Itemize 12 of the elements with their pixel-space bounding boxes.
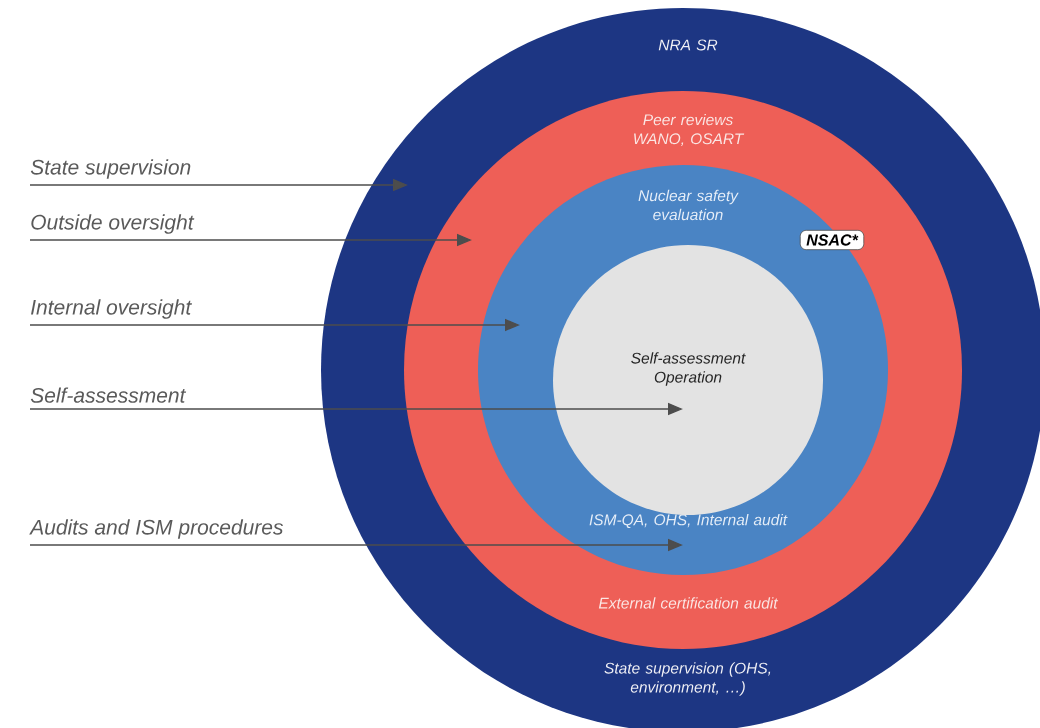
ring-label: ISM-QA, OHS, Internal audit bbox=[589, 513, 788, 529]
side-label: Outside oversight bbox=[31, 214, 195, 234]
side-label: State supervision bbox=[30, 159, 191, 179]
ring-label: Peer reviews WANO, OSART bbox=[634, 113, 745, 147]
ring-label: Nuclear safety evaluation bbox=[638, 189, 739, 221]
side-label: Self-assessment bbox=[30, 387, 187, 403]
ring-label: NRA SR bbox=[658, 39, 718, 51]
side-label: Audits and ISM procedures bbox=[29, 519, 284, 539]
ring-label: State supervision (OHS, environment, …) bbox=[604, 662, 771, 696]
ring-label: External certification audit bbox=[598, 597, 779, 609]
ring-label: Self-assessment Operation bbox=[631, 352, 746, 386]
side-label: Internal oversight bbox=[31, 299, 192, 319]
